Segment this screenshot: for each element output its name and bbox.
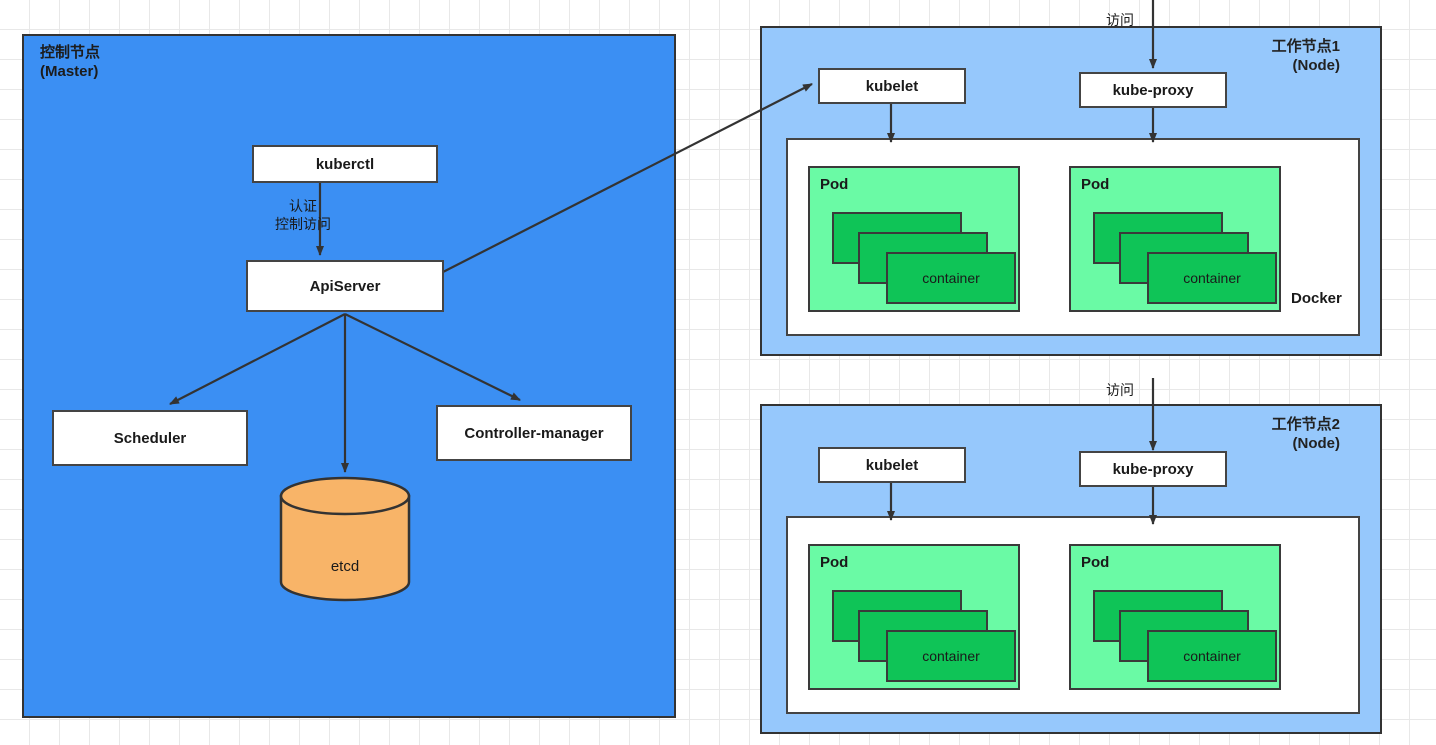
kubectl-box[interactable]: kuberctl: [252, 145, 438, 183]
pod-label: Pod: [820, 554, 849, 571]
node-1-ingress-label: 访问: [1106, 12, 1134, 28]
scheduler-box[interactable]: Scheduler: [52, 410, 248, 466]
auth-access-label: 认证 控制访问: [275, 198, 331, 232]
controller-manager-box[interactable]: Controller-manager: [436, 405, 632, 461]
node-2-kube-proxy-box[interactable]: kube-proxy: [1079, 451, 1227, 487]
node-2-ingress-label: 访问: [1106, 382, 1134, 398]
etcd-shape-icon: [279, 476, 411, 602]
node-1-pod-1[interactable]: Pod container: [808, 166, 1020, 312]
pod-label: Pod: [1081, 176, 1110, 193]
node-2-kubelet-box[interactable]: kubelet: [818, 447, 966, 483]
worker-node-2-label: 工作节点2 (Node): [1271, 416, 1340, 452]
node-1-kubelet-box[interactable]: kubelet: [818, 68, 966, 104]
node-1-pod-2[interactable]: Pod container: [1069, 166, 1281, 312]
node-1-pod-2-container-1[interactable]: container: [1147, 252, 1277, 304]
node-2-pod-2[interactable]: Pod container: [1069, 544, 1281, 690]
etcd-cylinder[interactable]: etcd: [279, 476, 411, 602]
node-1-pod-1-container-1[interactable]: container: [886, 252, 1016, 304]
node-1-kube-proxy-box[interactable]: kube-proxy: [1079, 72, 1227, 108]
etcd-label: etcd: [330, 558, 360, 575]
pod-label: Pod: [1081, 554, 1110, 571]
apiserver-box[interactable]: ApiServer: [246, 260, 444, 312]
master-node-region[interactable]: [22, 34, 676, 718]
node-2-pod-1[interactable]: Pod container: [808, 544, 1020, 690]
node-2-pod-1-container-1[interactable]: container: [886, 630, 1016, 682]
node-2-pod-2-container-1[interactable]: container: [1147, 630, 1277, 682]
worker-node-1-label: 工作节点1 (Node): [1271, 38, 1340, 74]
master-node-label: 控制节点 (Master): [40, 44, 101, 80]
worker-node-1-runtime-label: Docker: [1291, 290, 1342, 307]
pod-label: Pod: [820, 176, 849, 193]
